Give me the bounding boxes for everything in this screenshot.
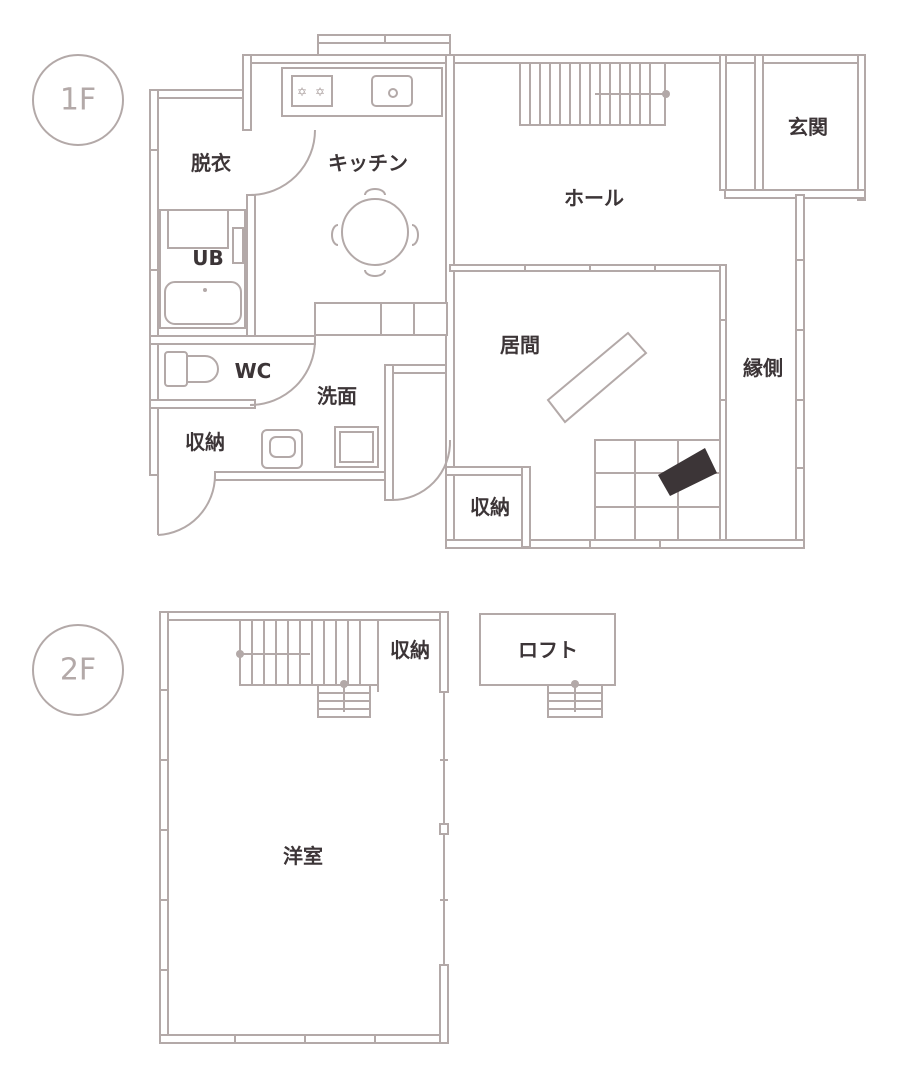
sofa [546, 331, 648, 424]
room-label-yoshitsu: 洋室 [283, 844, 323, 868]
toilet [164, 351, 219, 387]
first-floor-walls [149, 34, 866, 549]
kitchen-counter: ✡ ✡ [281, 67, 443, 117]
room-label-datsui: 脱衣 [191, 151, 231, 175]
room-label-ub: UB [192, 246, 223, 270]
floor-badge-2f: 2F [32, 624, 124, 716]
svg-text:✡: ✡ [297, 85, 307, 99]
kitchen-cabinet [314, 302, 448, 336]
room-label-kitchen: キッチン [328, 151, 408, 175]
first-floor-stairs [519, 62, 670, 126]
floor-label-1f: 1F [60, 83, 96, 118]
room-label-loft: ロフト [518, 638, 578, 662]
room-label-storage-left: 収納 [185, 430, 225, 454]
stove-icon [291, 75, 333, 107]
room-label-storage-center: 収納 [470, 495, 510, 519]
floor-label-2f: 2F [60, 653, 96, 688]
room-label-wc: WC [235, 359, 272, 383]
loft-area [479, 613, 616, 718]
washbasin [261, 429, 303, 469]
room-label-storage-2f: 収納 [390, 638, 430, 662]
first-floor-doors [157, 129, 452, 536]
svg-text:✡: ✡ [315, 85, 325, 99]
floor-badge-1f: 1F [32, 54, 124, 146]
room-label-senmen: 洗面 [317, 384, 357, 408]
dining-table [331, 188, 419, 277]
room-label-engawa: 縁側 [743, 356, 783, 380]
washing-machine [334, 426, 379, 468]
second-floor-stairs [236, 619, 379, 718]
room-label-genkan: 玄関 [788, 115, 828, 139]
bathtub [159, 209, 246, 329]
hearth-icon [658, 448, 717, 496]
room-label-ima: 居間 [500, 333, 540, 357]
room-label-hall: ホール [564, 186, 624, 210]
